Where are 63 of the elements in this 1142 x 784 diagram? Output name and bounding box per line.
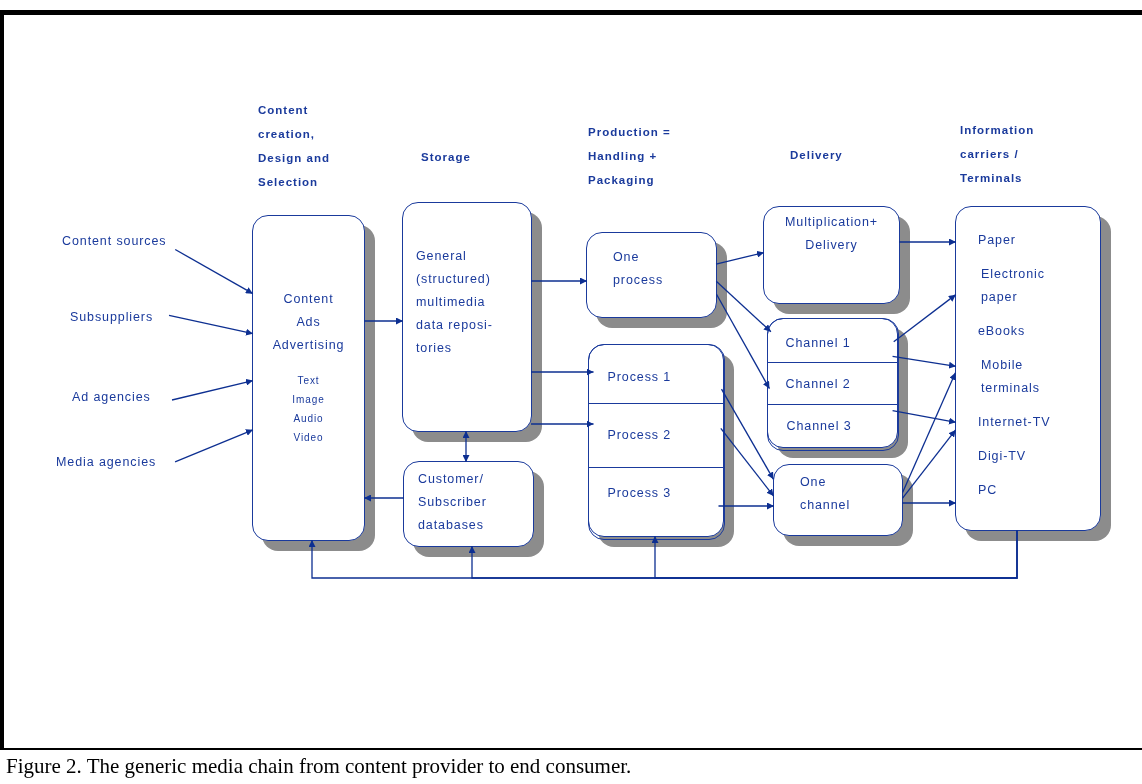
- channel-row: [766, 403, 899, 451]
- box-text: PC: [978, 482, 999, 499]
- arrow: [174, 248, 254, 295]
- arrow: [898, 238, 957, 246]
- box-text: Multiplication+ Delivery: [783, 214, 880, 254]
- arrow: [530, 277, 588, 285]
- box-text: Advertising: [271, 337, 346, 354]
- arrow: [651, 529, 1018, 579]
- box-text: Customer/ Subscriber databases: [418, 471, 488, 534]
- box-text: Paper: [978, 232, 1017, 249]
- source-label: Subsuppliers: [70, 308, 170, 326]
- figure-caption: Figure 2. The generic media chain from content provider to end consumer.: [6, 754, 632, 779]
- column-heading: Storage: [421, 150, 472, 165]
- process-row: [587, 466, 725, 540]
- arrow: [901, 499, 957, 507]
- box-text: Image: [291, 393, 326, 407]
- process-row: [587, 343, 725, 404]
- arrow: [168, 314, 254, 336]
- arrow: [174, 429, 254, 463]
- box-text: Electronic paper: [981, 266, 1046, 306]
- arrow: [901, 372, 957, 494]
- box-text: One channel: [800, 474, 852, 514]
- box-text: Ads: [295, 314, 322, 331]
- arrow: [715, 250, 765, 265]
- column-heading: Delivery: [790, 148, 844, 163]
- column-heading: Content creation, Design and Selection: [258, 103, 331, 190]
- box-text: Audio: [292, 412, 325, 426]
- arrow: [462, 430, 470, 463]
- box-text: eBooks: [978, 323, 1027, 340]
- box-text: Video: [292, 431, 325, 445]
- box-text: Process 3: [607, 484, 673, 502]
- box-text: General (structured) multimedia data reposi- tories: [416, 248, 494, 357]
- column-heading: Production = Handling + Packaging: [588, 125, 672, 188]
- column-heading: Information carriers / Terminals: [960, 123, 1036, 186]
- arrow: [893, 294, 957, 343]
- arrow: [720, 388, 775, 480]
- source-label: Content sources: [62, 232, 182, 250]
- box-text: Channel 2: [785, 375, 852, 393]
- arrow: [715, 293, 771, 390]
- box-text: Digi-TV: [978, 448, 1027, 465]
- box-text: Internet-TV: [978, 414, 1052, 431]
- source-label: Media agencies: [56, 453, 176, 471]
- arrow: [901, 429, 957, 499]
- arrow: [363, 317, 404, 325]
- source-label: Ad agencies: [72, 388, 172, 406]
- box-text: One process: [613, 249, 665, 289]
- arrow: [171, 378, 254, 401]
- box-text: Text: [296, 374, 321, 388]
- arrow: [363, 494, 405, 502]
- arrow: [891, 355, 957, 369]
- box-text: Mobile terminals: [981, 357, 1041, 397]
- box-text: Channel 1: [785, 334, 852, 352]
- arrow: [720, 427, 775, 497]
- box-text: Content: [282, 291, 335, 308]
- arrow: [891, 410, 957, 425]
- arrow: [715, 280, 772, 333]
- arrow: [717, 502, 775, 510]
- arrow: [530, 420, 595, 428]
- arrow: [530, 368, 595, 376]
- box-text: Channel 3: [786, 417, 853, 435]
- channel-row: [766, 317, 899, 363]
- box-text: Process 2: [607, 426, 673, 444]
- box-text: Process 1: [607, 368, 673, 386]
